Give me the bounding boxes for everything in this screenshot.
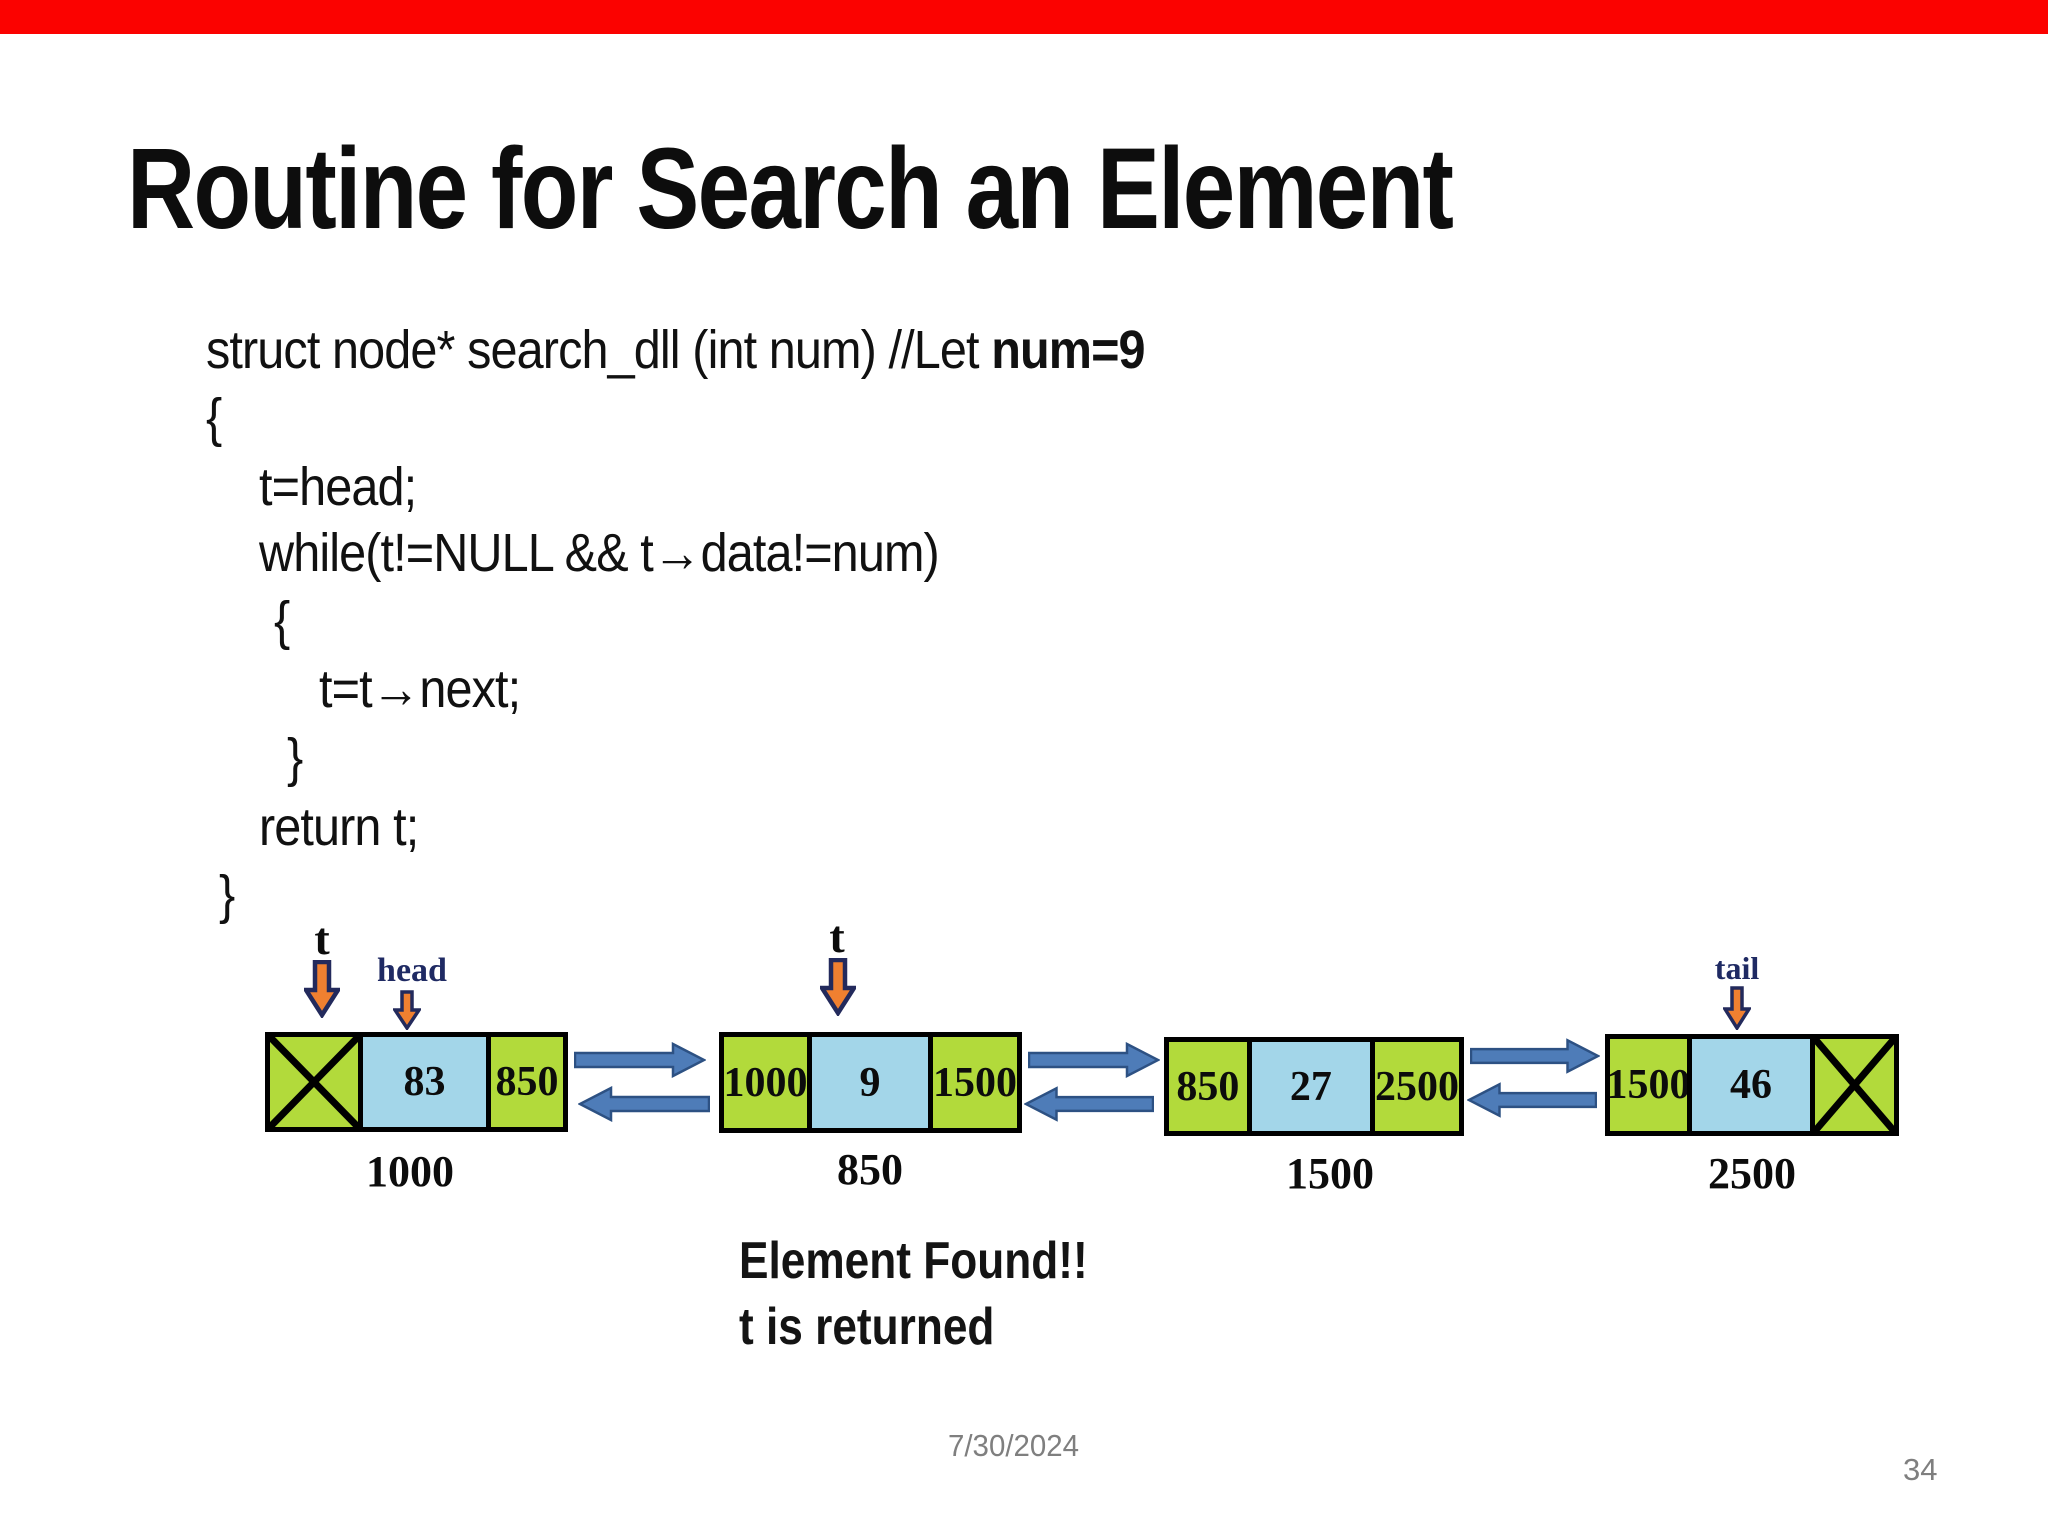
node4-next-null-cell <box>1810 1039 1894 1131</box>
node1-next-cell: 850 <box>486 1037 563 1127</box>
list-node-1: 83 850 <box>265 1032 568 1132</box>
code-line-1-bold: num=9 <box>991 320 1145 380</box>
node4-prev-cell: 1500 <box>1607 1039 1691 1131</box>
pointer-label-t-found: t <box>829 911 845 962</box>
t-down-arrow-icon <box>304 960 340 1018</box>
list-node-4: 1500 46 <box>1605 1034 1899 1136</box>
node3-data-cell: 27 <box>1246 1042 1370 1131</box>
code-line-9: } <box>219 865 235 925</box>
list-node-3: 850 27 2500 <box>1164 1037 1464 1136</box>
code-line-8: return t; <box>259 797 419 857</box>
code-line-5: { <box>274 591 290 651</box>
head-down-arrow-icon <box>393 990 421 1030</box>
node2-data-cell: 9 <box>807 1037 928 1128</box>
pointer-label-tail: tail <box>1714 950 1760 986</box>
code-line-1-text: struct node* search_dll (int num) //Let <box>206 320 992 380</box>
annotation: Element Found!! t is returned <box>739 1228 1088 1360</box>
tail-down-arrow-icon <box>1723 986 1751 1030</box>
list-node-2: 1000 9 1500 <box>719 1032 1022 1133</box>
node3-next-cell: 2500 <box>1370 1042 1459 1131</box>
annotation-line-2: t is returned <box>739 1298 995 1356</box>
next-pointer-arrow-icon <box>1028 1042 1160 1078</box>
node1-address: 1000 <box>366 1147 454 1196</box>
node4-data-cell: 46 <box>1687 1039 1810 1131</box>
node2-next-cell: 1500 <box>928 1037 1017 1128</box>
code-line-1: struct node* search_dll (int num) //Let … <box>206 320 1146 380</box>
code-line-6: t=t→next; <box>319 659 521 719</box>
page-title: Routine for Search an Element <box>127 125 1454 253</box>
prev-pointer-arrow-icon <box>1467 1082 1597 1118</box>
node3-address: 1500 <box>1286 1149 1374 1198</box>
top-red-bar <box>0 0 2048 34</box>
code-line-2: { <box>206 388 222 448</box>
footer-date: 7/30/2024 <box>948 1428 1080 1463</box>
t-down-arrow-icon <box>820 958 856 1016</box>
node2-address: 850 <box>837 1145 903 1194</box>
page-number: 34 <box>1903 1452 1938 1487</box>
pointer-label-head: head <box>377 952 447 989</box>
pointer-label-t-first: t <box>314 913 330 964</box>
prev-pointer-arrow-icon <box>1024 1086 1154 1122</box>
next-pointer-arrow-icon <box>574 1042 706 1078</box>
next-pointer-arrow-icon <box>1470 1038 1600 1074</box>
null-cross-icon <box>270 1037 358 1127</box>
null-cross-icon <box>1815 1039 1894 1131</box>
code-line-3: t=head; <box>259 457 417 517</box>
prev-pointer-arrow-icon <box>578 1086 710 1122</box>
node4-address: 2500 <box>1708 1149 1796 1198</box>
code-line-4: while(t!=NULL && t→data!=num) <box>259 523 940 583</box>
node2-prev-cell: 1000 <box>724 1037 808 1128</box>
node3-prev-cell: 850 <box>1169 1042 1247 1131</box>
node1-prev-null-cell <box>270 1037 358 1127</box>
annotation-line-1: Element Found!! <box>739 1232 1088 1290</box>
node1-data-cell: 83 <box>358 1037 486 1127</box>
code-line-7: } <box>287 728 303 788</box>
